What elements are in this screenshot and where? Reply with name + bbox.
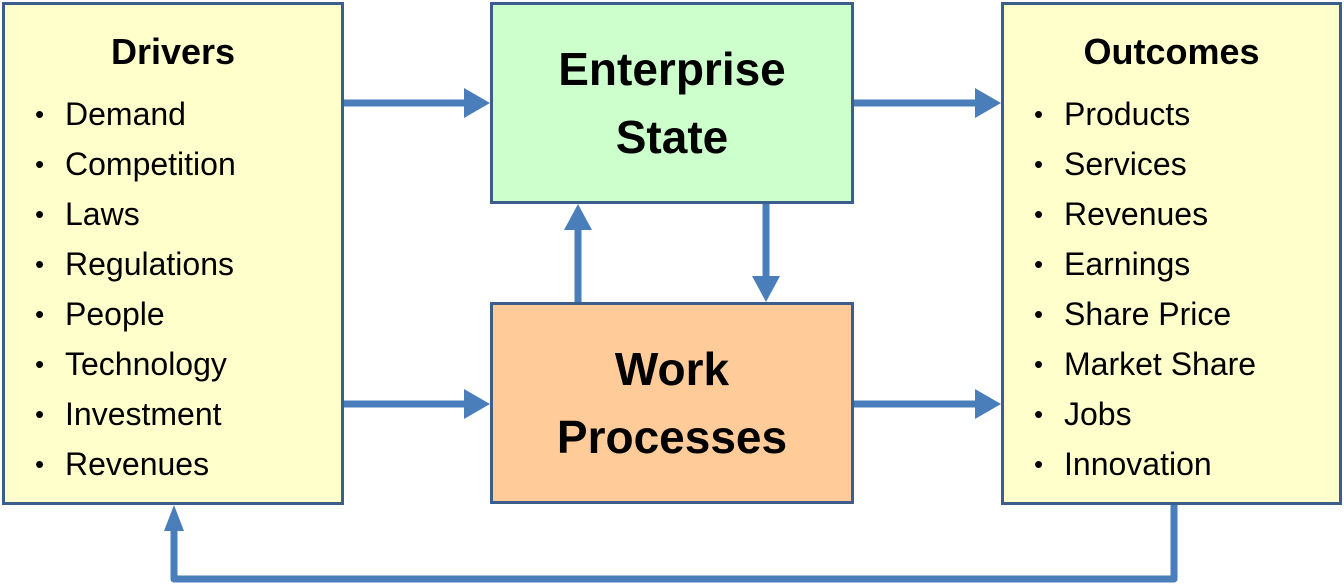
item-label: Revenues — [1064, 196, 1209, 232]
arrow-work-to-state — [564, 204, 592, 302]
item-label: Earnings — [1064, 246, 1191, 282]
bullet-icon: • — [1034, 149, 1044, 179]
title-line: Enterprise — [558, 43, 786, 95]
arrow-drivers-to-state — [344, 88, 490, 118]
item-label: Competition — [65, 146, 236, 182]
bullet-icon: • — [1034, 349, 1044, 379]
drivers-list-item: • Technology — [35, 339, 341, 389]
item-label: Revenues — [65, 446, 210, 482]
outcomes-list-item: • Share Price — [1034, 289, 1339, 339]
arrow-state-to-work — [752, 204, 780, 302]
bullet-icon: • — [35, 249, 45, 279]
item-label: Share Price — [1064, 296, 1232, 332]
title-line: Processes — [556, 411, 788, 463]
drivers-list-item: • Demand — [35, 89, 341, 139]
arrow-work-to-outcomes — [854, 389, 1001, 419]
title-line: State — [615, 111, 729, 163]
drivers-list-item: • Regulations — [35, 239, 341, 289]
outcomes-list-item: • Products — [1034, 89, 1339, 139]
item-label: Demand — [65, 96, 186, 132]
item-label: Investment — [65, 396, 222, 432]
outcomes-list-item: • Innovation — [1034, 439, 1339, 489]
bullet-icon: • — [35, 199, 45, 229]
item-label: Innovation — [1064, 446, 1212, 482]
drivers-list-item: • Competition — [35, 139, 341, 189]
drivers-list-item: • Revenues — [35, 439, 341, 489]
drivers-title: Drivers — [110, 31, 236, 72]
bullet-icon: • — [35, 99, 45, 129]
bullet-icon: • — [1034, 399, 1044, 429]
item-label: Market Share — [1064, 346, 1257, 382]
outcomes-list-item: • Services — [1034, 139, 1339, 189]
outcomes-list-item: • Jobs — [1034, 389, 1339, 439]
drivers-list-item: • Laws — [35, 189, 341, 239]
bullet-icon: • — [35, 399, 45, 429]
bullet-icon: • — [1034, 449, 1044, 479]
drivers-list-item: • People — [35, 289, 341, 339]
drivers-list: •Demand •Competition •Laws •Regulations … — [5, 89, 341, 489]
work-processes-title: Work Processes — [557, 335, 787, 471]
bullet-icon: • — [1034, 99, 1044, 129]
bullet-icon: • — [1034, 299, 1044, 329]
arrow-outcomes-to-drivers-feedback — [164, 505, 1178, 583]
work-processes-box: Work Processes — [490, 302, 854, 504]
item-label: People — [65, 296, 165, 332]
title-line: Work — [614, 343, 730, 395]
outcomes-list-item: • Market Share — [1034, 339, 1339, 389]
arrow-state-to-outcomes — [854, 88, 1001, 118]
bullet-icon: • — [35, 449, 45, 479]
bullet-icon: • — [1034, 249, 1044, 279]
enterprise-state-box: Enterprise State — [490, 2, 854, 204]
item-label: Services — [1064, 146, 1187, 182]
outcomes-list-item: • Earnings — [1034, 239, 1339, 289]
arrow-drivers-to-work — [344, 389, 490, 419]
bullet-icon: • — [1034, 199, 1044, 229]
drivers-list-item: • Investment — [35, 389, 341, 439]
drivers-box: Drivers • Demand • Competition • Laws • Regu… — [2, 2, 344, 505]
outcomes-box: Outcomes • Products • Services • Revenues •… — [1001, 2, 1342, 505]
bullet-icon: • — [35, 349, 45, 379]
bullet-icon: • — [35, 149, 45, 179]
bullet-icon: • — [35, 299, 45, 329]
item-label: Laws — [65, 196, 140, 232]
item-label: Jobs — [1064, 396, 1132, 432]
item-label: Products — [1064, 96, 1191, 132]
outcomes-title: Outcomes — [1083, 31, 1260, 72]
outcomes-list: •Products •Services •Revenues •Earnings … — [1004, 89, 1339, 489]
enterprise-state-title: Enterprise State — [558, 35, 786, 171]
item-label: Technology — [65, 346, 227, 382]
item-label: Regulations — [65, 246, 234, 282]
outcomes-list-item: • Revenues — [1034, 189, 1339, 239]
